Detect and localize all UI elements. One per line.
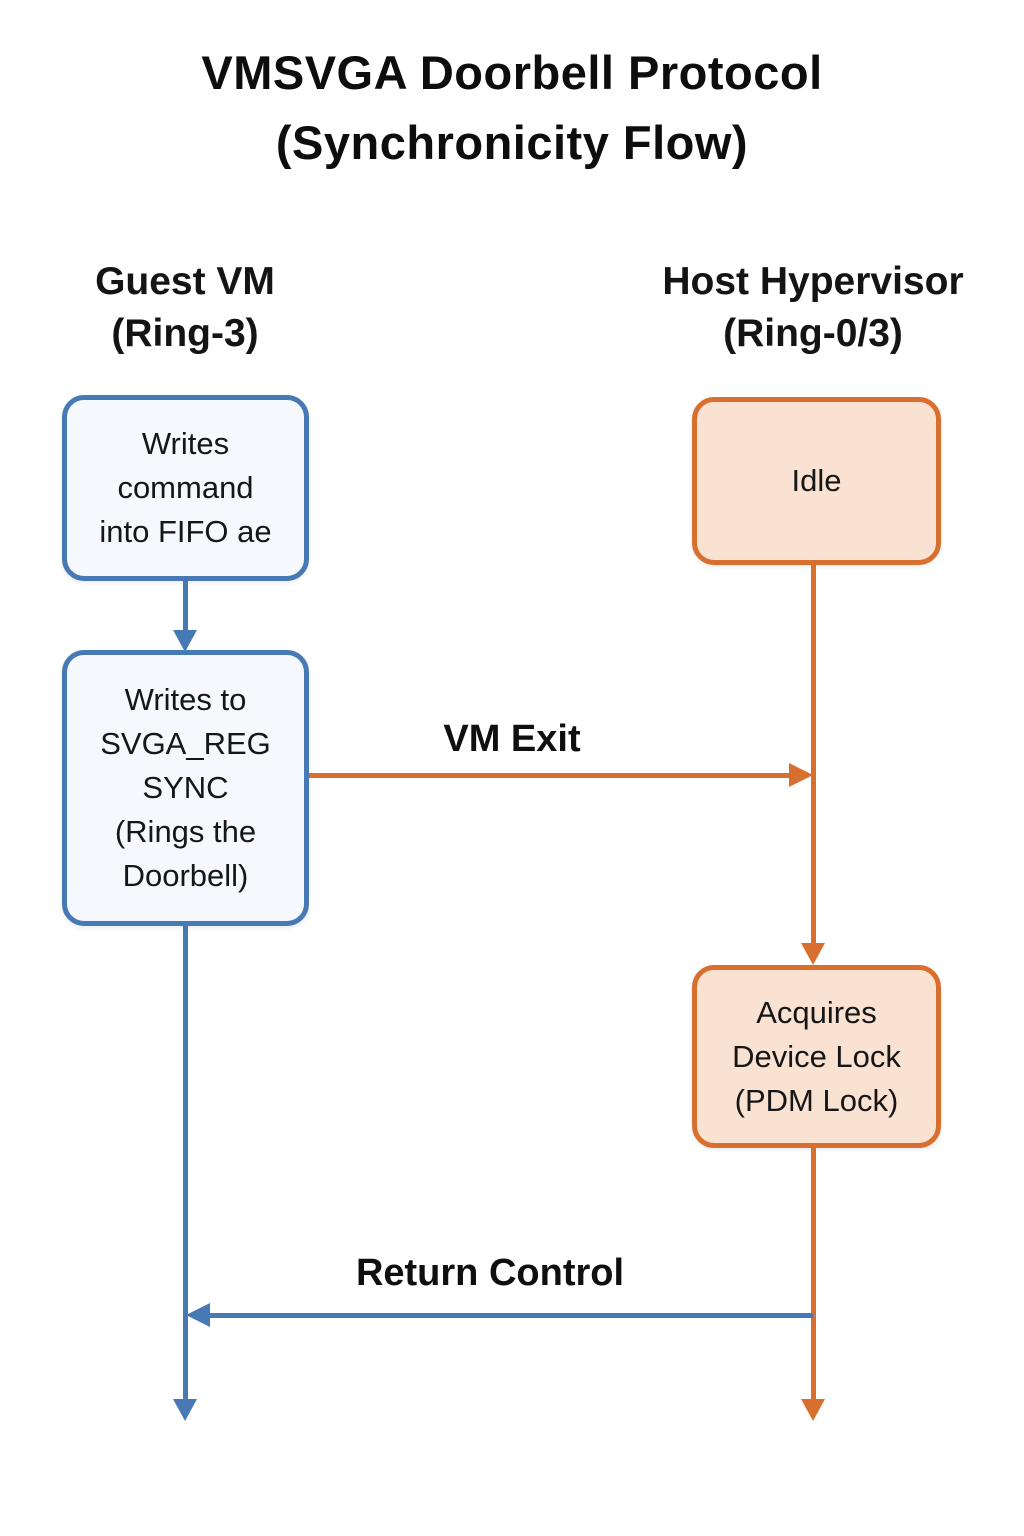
guest-lifeline [183, 924, 188, 1401]
node-line: Acquires [756, 994, 877, 1030]
diagram-title-line2: (Synchronicity Flow) [275, 116, 749, 169]
node-host-idle: Idle [692, 397, 941, 565]
arrow-left-icon [186, 1303, 210, 1327]
node-line: Idle [791, 463, 842, 498]
lane-guest-ring: (Ring-3) [111, 312, 259, 355]
node-line: Writes to [124, 682, 247, 717]
lane-header-guest-vm: Guest VM (Ring-3) [25, 256, 345, 360]
host-lifeline-lower [811, 1146, 816, 1401]
diagram-title-line1: VMSVGA Doorbell Protocol [201, 46, 823, 99]
lane-guest-name: Guest VM [95, 260, 275, 303]
arrow-down-icon [801, 943, 825, 965]
node-line: into FIFO ae [99, 514, 272, 549]
node-line: SVGA_REG [100, 726, 271, 761]
return-control-arrow-line [209, 1313, 813, 1318]
node-line: SYNC [142, 770, 229, 805]
node-line: Writes [141, 426, 230, 461]
arrow-down-icon [173, 1399, 197, 1421]
lane-host-name: Host Hypervisor [662, 260, 964, 303]
arrow-label-return-control: Return Control [355, 1252, 625, 1294]
lane-host-ring: (Ring-0/3) [723, 312, 903, 355]
node-line: command [117, 470, 254, 505]
vm-exit-arrow-line [309, 773, 791, 778]
node-host-acquires-lock: Acquires Device Lock (PDM Lock) [692, 965, 941, 1148]
diagram-title: VMSVGA Doorbell Protocol (Synchronicity … [0, 38, 1024, 178]
guest-connector-line [183, 580, 188, 632]
host-lifeline-upper [811, 563, 816, 945]
node-guest-writes-fifo: Writes command into FIFO ae [62, 395, 309, 581]
arrow-right-icon [789, 763, 813, 787]
node-line: Doorbell) [122, 858, 249, 893]
node-line: Device Lock [732, 1038, 901, 1074]
arrow-down-icon [801, 1399, 825, 1421]
lane-header-host-hypervisor: Host Hypervisor (Ring-0/3) [653, 256, 973, 360]
arrow-down-icon [173, 630, 197, 652]
node-line: (Rings the [114, 814, 257, 849]
node-guest-writes-sync: Writes to SVGA_REG SYNC (Rings the Doorb… [62, 650, 309, 926]
node-line: (PDM Lock) [734, 1082, 899, 1118]
arrow-label-vm-exit: VM Exit [443, 718, 581, 760]
